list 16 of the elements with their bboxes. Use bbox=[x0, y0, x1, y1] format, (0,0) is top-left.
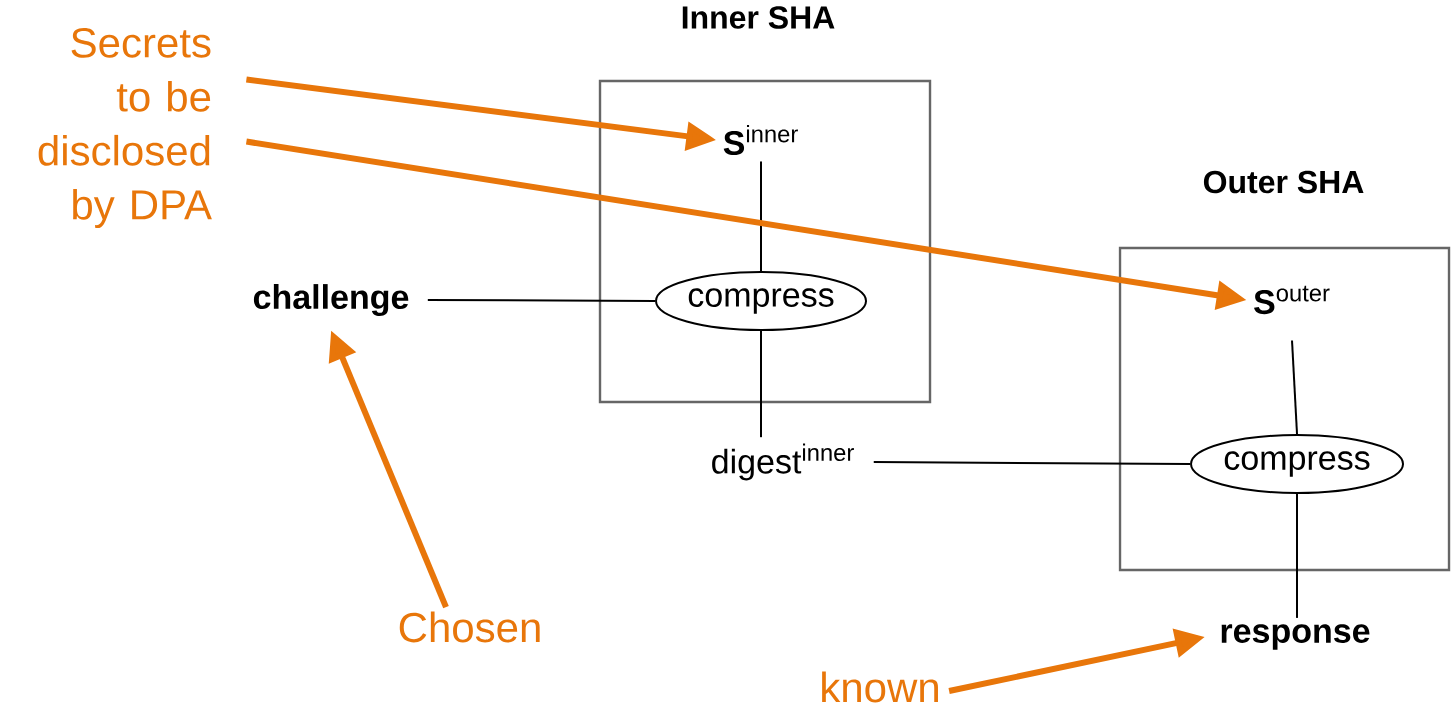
annotation-text: Chosen bbox=[399, 611, 540, 643]
connector-line bbox=[760, 160, 762, 272]
annotation-text: Secrets to be disclosed by DPA bbox=[38, 28, 212, 229]
connector-line bbox=[426, 299, 656, 302]
symbol-label: S$^{outer}$ bbox=[1254, 285, 1330, 315]
annotation-text: known bbox=[822, 671, 938, 703]
text-label: challenge bbox=[253, 284, 409, 316]
connector-line bbox=[872, 461, 1191, 465]
connector-line bbox=[760, 330, 762, 439]
text-label: digest$^{inner}$ bbox=[712, 443, 854, 481]
connector-line bbox=[1291, 339, 1298, 435]
connector-line bbox=[1296, 493, 1298, 619]
node-label: Outer SHA bbox=[1203, 170, 1364, 194]
node-label: Inner SHA bbox=[682, 6, 835, 29]
text-label: response bbox=[1221, 624, 1370, 650]
symbol-label: S$^{inner}$ bbox=[723, 124, 798, 156]
